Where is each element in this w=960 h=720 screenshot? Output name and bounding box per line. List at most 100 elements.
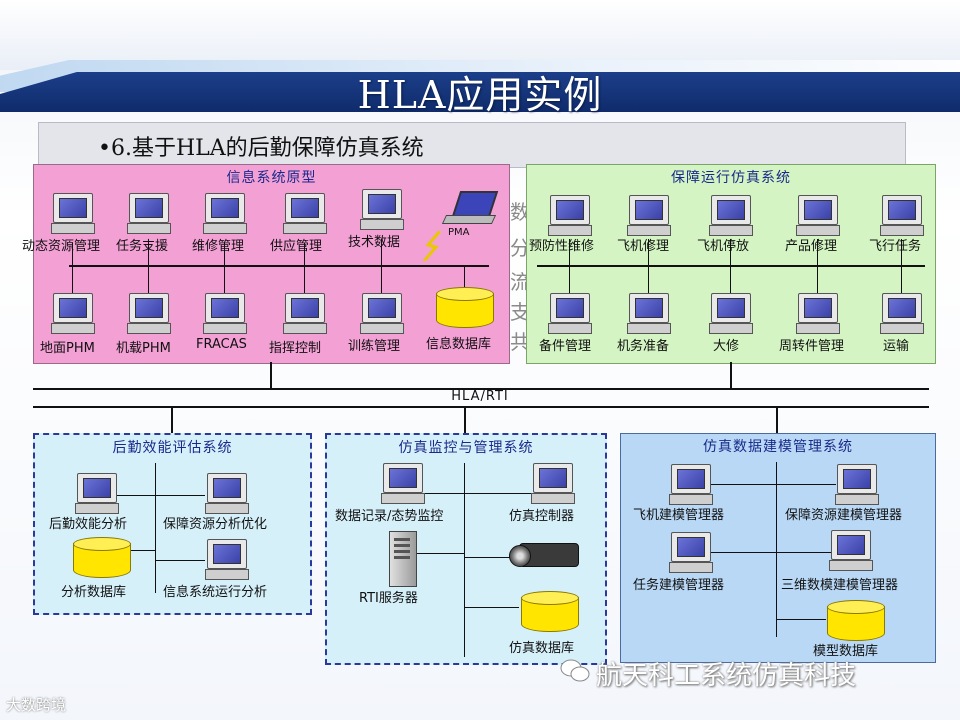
rti-bus-bottom-line — [33, 406, 929, 408]
support-system-title: 保障运行仿真系统 — [527, 167, 935, 187]
node-label: FRACAS — [196, 337, 247, 352]
node-label: 信息系统运行分析 — [163, 581, 267, 600]
computer-icon — [669, 464, 711, 504]
node-label: 周转件管理 — [779, 335, 844, 354]
node-label: 飞机建模管理器 — [633, 504, 724, 523]
wireless-signal-icon — [422, 231, 446, 261]
computer-icon — [203, 193, 245, 233]
model-bus-line — [776, 462, 777, 637]
computer-icon — [627, 195, 669, 235]
node-label: 分析数据库 — [61, 581, 126, 600]
computer-icon — [796, 195, 838, 235]
node-label: 预防性维修 — [529, 235, 594, 254]
computer-icon — [669, 532, 711, 572]
computer-icon — [627, 293, 669, 333]
node-label: 训练管理 — [348, 335, 400, 354]
node-label: 后勤效能分析 — [49, 513, 127, 532]
wechat-icon — [560, 658, 590, 684]
connector — [155, 560, 205, 561]
computer-icon — [360, 293, 402, 333]
computer-icon — [709, 195, 751, 235]
projector-icon — [509, 539, 579, 569]
watermark-text: 航天科工系统仿真科技 — [596, 655, 856, 692]
server-icon — [389, 531, 417, 587]
connector — [304, 265, 305, 293]
connector — [464, 493, 532, 494]
node-label: 大修 — [713, 335, 739, 354]
node-label: 任务支援 — [116, 235, 168, 254]
connector — [72, 265, 73, 293]
computer-icon — [829, 530, 871, 570]
computer-icon — [709, 293, 751, 333]
node-label: RTI服务器 — [359, 587, 418, 606]
slide-title: HLA应用实例 — [0, 64, 960, 119]
node-label: 维修管理 — [192, 235, 244, 254]
node-label: 任务建模管理器 — [633, 574, 724, 593]
connector — [711, 552, 776, 553]
support-bus-line — [537, 265, 925, 267]
connector — [224, 265, 225, 293]
node-label: 动态资源管理 — [22, 235, 100, 254]
monitor-system-panel: 仿真监控与管理系统 数据记录/态势监控 仿真控制器 RTI服务器 仿真数据库 — [325, 433, 607, 665]
connector — [464, 265, 465, 287]
connector — [417, 553, 464, 554]
node-label: 信息数据库 — [426, 333, 491, 352]
database-icon — [436, 287, 494, 333]
node-label: 飞行任务 — [869, 235, 921, 254]
monitor-system-title: 仿真监控与管理系统 — [327, 437, 605, 457]
computer-icon — [127, 193, 169, 233]
computer-icon — [75, 473, 117, 513]
connector — [115, 495, 155, 496]
node-label: 供应管理 — [270, 235, 322, 254]
node-label: 保障资源建模管理器 — [785, 504, 902, 523]
info-bus-line — [69, 265, 489, 267]
connector — [776, 484, 836, 485]
computer-icon — [548, 293, 590, 333]
eval-system-title: 后勤效能评估系统 — [35, 437, 310, 457]
connector — [148, 265, 149, 293]
support-system-panel: 保障运行仿真系统 预防性维修 飞机修理 飞机停放 产品修理 飞行任务 备件管理 … — [526, 164, 936, 364]
info-system-panel: 信息系统原型 动态资源管理 任务支援 维修管理 供应管理 技术数据 PMA 地面… — [33, 164, 510, 364]
computer-icon — [51, 293, 93, 333]
node-label: 仿真数据库 — [509, 637, 574, 656]
header-background — [0, 0, 960, 70]
computer-icon — [127, 293, 169, 333]
info-system-title: 信息系统原型 — [34, 167, 509, 187]
rti-bus-label: HLA/RTI — [0, 389, 960, 404]
node-label: 运输 — [883, 335, 909, 354]
eval-system-panel: 后勤效能评估系统 后勤效能分析 保障资源分析优化 分析数据库 信息系统运行分析 — [33, 433, 312, 615]
database-icon — [73, 537, 131, 583]
connector — [711, 484, 776, 485]
computer-icon — [205, 539, 247, 579]
eval-bus-connector — [171, 408, 173, 434]
node-label: 仿真控制器 — [509, 505, 574, 524]
computer-icon — [835, 464, 877, 504]
node-label: PMA — [448, 227, 470, 238]
node-label: 数据记录/态势监控 — [335, 505, 443, 524]
connector — [381, 265, 382, 293]
node-label: 技术数据 — [348, 231, 400, 250]
laptop-icon — [444, 191, 496, 225]
computer-icon — [283, 193, 325, 233]
computer-icon — [203, 293, 245, 333]
database-icon — [521, 591, 579, 637]
connector — [776, 619, 826, 620]
node-label: 飞机停放 — [697, 235, 749, 254]
eval-bus-line — [155, 463, 156, 593]
node-label: 保障资源分析优化 — [163, 513, 267, 532]
support-bus-connector — [730, 362, 732, 388]
computer-icon — [360, 189, 402, 229]
model-system-title: 仿真数据建模管理系统 — [621, 436, 935, 456]
computer-icon — [381, 463, 423, 503]
connector — [776, 552, 831, 553]
slide-subtitle: •6.基于HLA的后勤保障仿真系统 — [98, 130, 424, 162]
model-system-panel: 仿真数据建模管理系统 飞机建模管理器 保障资源建模管理器 任务建模管理器 三维数… — [620, 433, 936, 663]
computer-icon — [796, 293, 838, 333]
node-label: 机载PHM — [116, 337, 171, 356]
computer-icon — [283, 293, 325, 333]
model-bus-connector — [776, 408, 778, 434]
computer-icon — [548, 195, 590, 235]
node-label: 飞机修理 — [617, 235, 669, 254]
corner-logo: 大数跨境 — [6, 694, 66, 715]
node-label: 指挥控制 — [269, 337, 321, 356]
